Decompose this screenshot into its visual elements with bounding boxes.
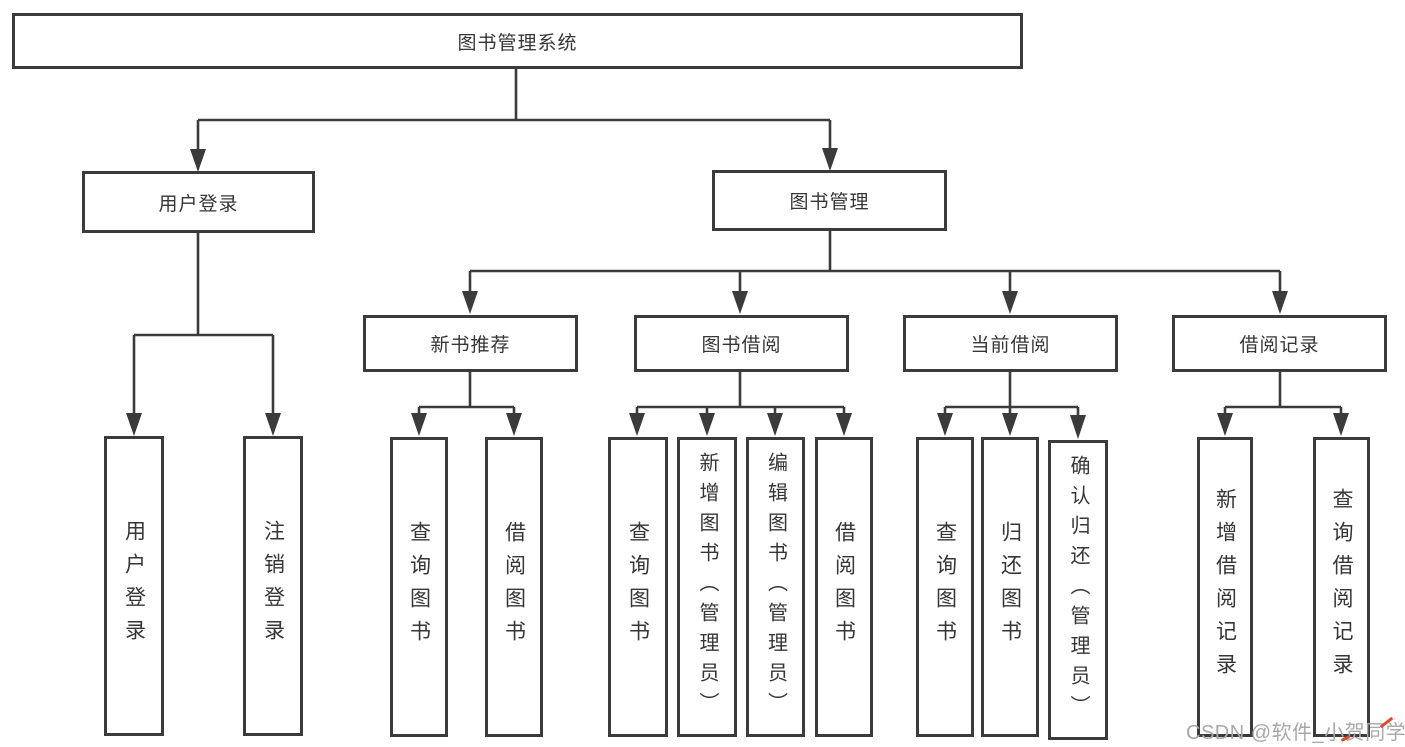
leaf-user-login: 用户登录 bbox=[104, 436, 164, 736]
leaf-cb-return-book-label: 归还图书 bbox=[998, 521, 1022, 653]
node-book-borrow-label: 图书借阅 bbox=[701, 335, 782, 356]
leaf-logout-label: 注销登录 bbox=[261, 520, 285, 652]
leaf-bb-borrow-book-label: 借阅图书 bbox=[832, 521, 856, 653]
node-borrow-record: 借阅记录 bbox=[1172, 315, 1387, 372]
leaf-cb-query-book: 查询图书 bbox=[916, 437, 974, 737]
node-user-login-label: 用户登录 bbox=[158, 193, 239, 215]
node-user-login: 用户登录 bbox=[82, 171, 315, 233]
leaf-br-query-record: 查询借阅记录 bbox=[1313, 437, 1370, 737]
leaf-bb-query-book: 查询图书 bbox=[608, 437, 668, 737]
leaf-bb-borrow-book: 借阅图书 bbox=[815, 437, 873, 737]
leaf-bb-add-book-admin-label: 新增图书（管理员） bbox=[696, 452, 718, 722]
leaf-nb-query-book-label: 查询图书 bbox=[407, 521, 431, 653]
node-book-borrow: 图书借阅 bbox=[634, 315, 849, 372]
node-borrow-record-label: 借阅记录 bbox=[1239, 335, 1320, 356]
leaf-nb-query-book: 查询图书 bbox=[390, 437, 448, 737]
leaf-cb-return-book: 归还图书 bbox=[981, 437, 1039, 737]
leaf-bb-add-book-admin: 新增图书（管理员） bbox=[677, 437, 737, 737]
leaf-br-add-record: 新增借阅记录 bbox=[1197, 437, 1253, 737]
node-current-borrow-label: 当前借阅 bbox=[970, 335, 1051, 356]
leaf-nb-borrow-book-label: 借阅图书 bbox=[502, 521, 526, 653]
node-book-management-label: 图书管理 bbox=[789, 192, 870, 213]
node-root: 图书管理系统 bbox=[12, 13, 1023, 69]
leaf-br-add-record-label: 新增借阅记录 bbox=[1213, 488, 1237, 686]
leaf-logout: 注销登录 bbox=[243, 436, 303, 736]
leaf-bb-edit-book-admin: 编辑图书（管理员） bbox=[746, 437, 805, 737]
node-book-management: 图书管理 bbox=[712, 170, 947, 231]
node-new-book-recommend-label: 新书推荐 bbox=[430, 335, 511, 356]
node-current-borrow: 当前借阅 bbox=[903, 315, 1118, 372]
node-new-book-recommend: 新书推荐 bbox=[363, 315, 578, 372]
leaf-br-query-record-label: 查询借阅记录 bbox=[1330, 488, 1353, 686]
node-root-label: 图书管理系统 bbox=[457, 32, 578, 54]
csdn-watermark: CSDN @软件_小贺同学 bbox=[1186, 722, 1405, 744]
leaf-cb-query-book-label: 查询图书 bbox=[933, 521, 957, 653]
leaf-bb-edit-book-admin-label: 编辑图书（管理员） bbox=[764, 452, 787, 722]
leaf-cb-confirm-return-admin-label: 确认归还（管理员） bbox=[1067, 455, 1089, 725]
leaf-user-login-label: 用户登录 bbox=[122, 520, 146, 652]
leaf-cb-confirm-return-admin: 确认归还（管理员） bbox=[1048, 440, 1108, 740]
leaf-nb-borrow-book: 借阅图书 bbox=[485, 437, 543, 737]
leaf-bb-query-book-label: 查询图书 bbox=[626, 521, 650, 653]
